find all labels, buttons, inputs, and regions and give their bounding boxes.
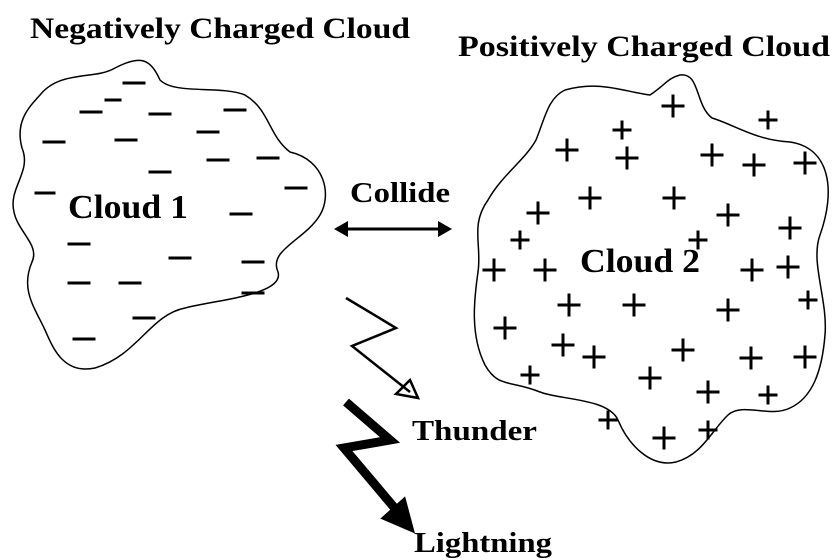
plus-sign bbox=[638, 366, 662, 390]
lightning-label: Lightning bbox=[414, 527, 553, 559]
plus-sign bbox=[661, 94, 685, 118]
collide-label: Collide bbox=[350, 177, 450, 209]
plus-sign bbox=[652, 426, 676, 450]
plus-sign bbox=[698, 420, 718, 440]
plus-sign bbox=[696, 380, 720, 404]
double-headed-arrow-icon bbox=[334, 221, 452, 237]
plus-sign bbox=[716, 298, 740, 322]
plus-sign bbox=[615, 146, 639, 170]
plus-sign bbox=[598, 410, 618, 430]
plus-sign bbox=[688, 230, 708, 250]
plus-sign bbox=[739, 346, 763, 370]
positive-charges bbox=[482, 94, 818, 450]
plus-sign bbox=[758, 385, 778, 405]
cloud-1-label: Cloud 1 bbox=[68, 189, 188, 226]
thunder-label: Thunder bbox=[412, 415, 537, 447]
plus-sign bbox=[716, 203, 740, 227]
plus-sign bbox=[793, 151, 817, 175]
plus-sign bbox=[493, 316, 517, 340]
plus-sign bbox=[582, 345, 606, 369]
plus-sign bbox=[778, 216, 802, 240]
plus-sign bbox=[740, 258, 764, 282]
plus-sign bbox=[520, 365, 540, 385]
plus-sign bbox=[533, 258, 557, 282]
plus-sign bbox=[612, 120, 632, 140]
plus-sign bbox=[526, 201, 550, 225]
plus-sign bbox=[578, 186, 602, 210]
plus-sign bbox=[510, 230, 530, 250]
plus-sign bbox=[776, 255, 800, 279]
plus-sign bbox=[700, 143, 724, 167]
plus-sign bbox=[758, 110, 778, 130]
plus-sign bbox=[742, 153, 766, 177]
cloud-2-outline bbox=[473, 74, 829, 464]
plus-sign bbox=[798, 290, 818, 310]
thin-zigzag-arrow-icon bbox=[345, 296, 421, 400]
thick-zigzag-arrow-icon bbox=[335, 398, 415, 534]
cloud-2-label: Cloud 2 bbox=[580, 243, 700, 280]
plus-sign bbox=[671, 338, 695, 362]
plus-sign bbox=[557, 293, 581, 317]
plus-sign bbox=[555, 138, 579, 162]
negative-cloud-title: Negatively Charged Cloud bbox=[30, 12, 410, 45]
plus-sign bbox=[482, 258, 506, 282]
plus-sign bbox=[662, 186, 686, 210]
plus-sign bbox=[622, 293, 646, 317]
negative-charges bbox=[34, 81, 308, 341]
positive-cloud-title: Positively Charged Cloud bbox=[458, 30, 830, 63]
plus-sign bbox=[793, 345, 817, 369]
plus-sign bbox=[551, 333, 575, 357]
